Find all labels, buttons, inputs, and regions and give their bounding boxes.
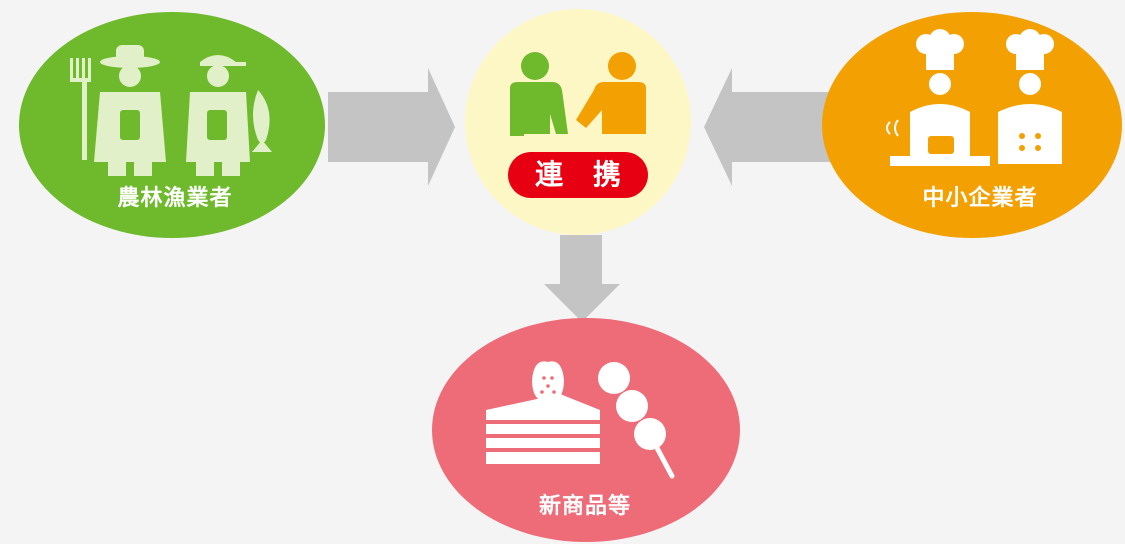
cake-dango-icon: [486, 361, 675, 479]
chef-icon: [886, 29, 1062, 166]
arrow-farmers-to-partnership: [328, 68, 455, 186]
partnership-badge: 連 携: [508, 152, 648, 198]
sme-label: 中小企業者: [922, 186, 1038, 211]
products-label: 新商品等: [538, 494, 631, 519]
arrow-sme-to-partnership: [704, 68, 832, 186]
partnership-node: [465, 9, 691, 235]
arrow-partnership-to-products: [544, 235, 620, 322]
sme-node: [822, 12, 1122, 238]
farmer-fisher-icon: [70, 45, 272, 176]
farmers-label: 農林漁業者: [117, 186, 233, 211]
farmers-node: [19, 12, 325, 238]
handshake-icon: [510, 52, 646, 136]
